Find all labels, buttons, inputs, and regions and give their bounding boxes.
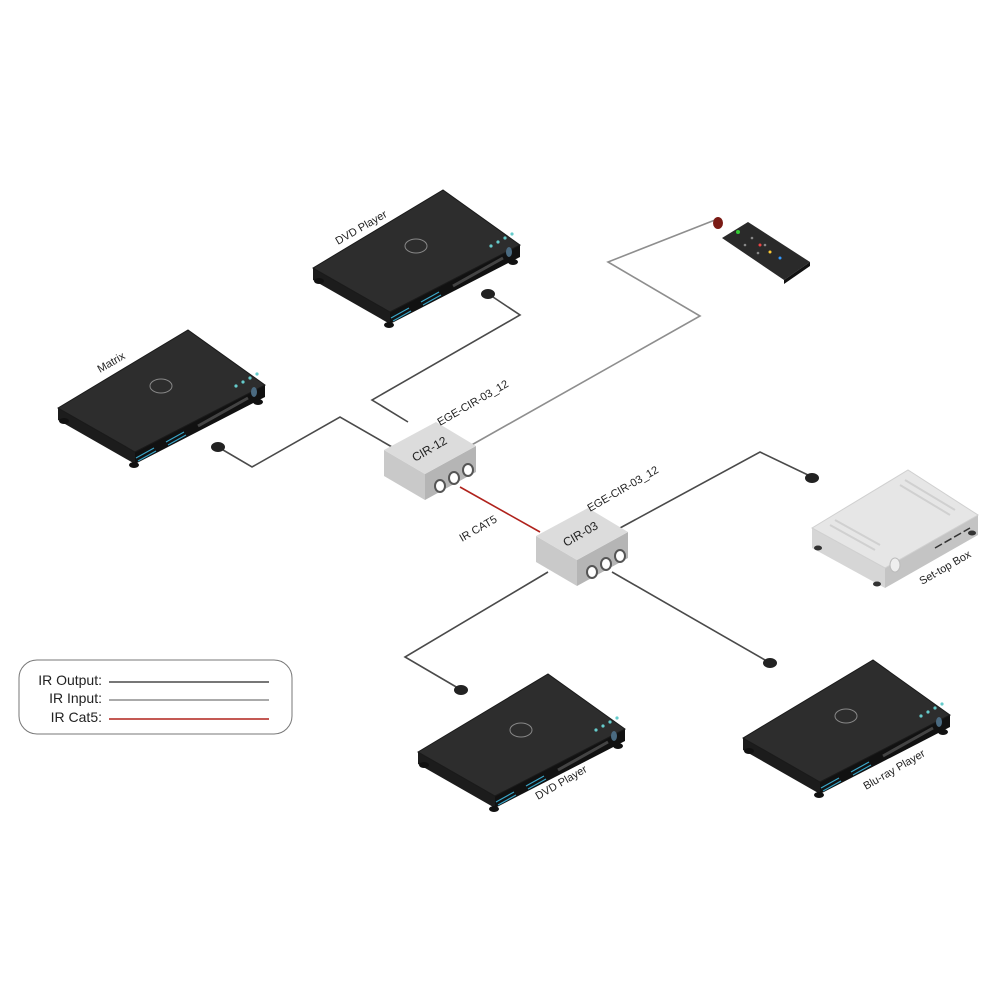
- dvd-player-top-device: [311, 188, 522, 330]
- bluray-player-device: [741, 658, 952, 800]
- ir-output-wire-settop: [619, 451, 809, 529]
- ir-output-wire-dvd-bottom: [403, 571, 549, 689]
- ir-input-wire-remote: [467, 219, 716, 448]
- matrix-device: [56, 328, 267, 470]
- settop-box-device: [810, 469, 979, 588]
- ir-emitter-icon: [481, 289, 495, 299]
- ir-cat5-wire: [459, 486, 541, 533]
- wires: [217, 219, 809, 689]
- legend: IR Output: IR Input: IR Cat5:: [18, 659, 293, 735]
- cir-12-model-label: EGE-CIR-03_12: [436, 378, 511, 428]
- ir-output-wire-matrix: [217, 416, 393, 468]
- ir-emitter-icon: [805, 473, 819, 483]
- legend-ir-output-label: IR Output:: [38, 672, 102, 688]
- dvd-player-bottom-device: [416, 672, 627, 814]
- cir-03-module: [535, 507, 629, 587]
- legend-ir-input-label: IR Input:: [49, 690, 102, 706]
- ir-emitter-icon: [763, 658, 777, 668]
- ir-emitter-icon: [454, 685, 468, 695]
- cir-03-model-label: EGE-CIR-03_12: [586, 464, 661, 514]
- remote-control-icon: [713, 217, 810, 284]
- ir-output-wire-dvd-top: [370, 294, 522, 423]
- ir-emitter-icon: [211, 442, 225, 452]
- ir-output-wire-bluray: [611, 571, 766, 661]
- legend-ir-cat5-label: IR Cat5:: [51, 709, 102, 725]
- ir-cat5-link-label: IR CAT5: [458, 514, 500, 545]
